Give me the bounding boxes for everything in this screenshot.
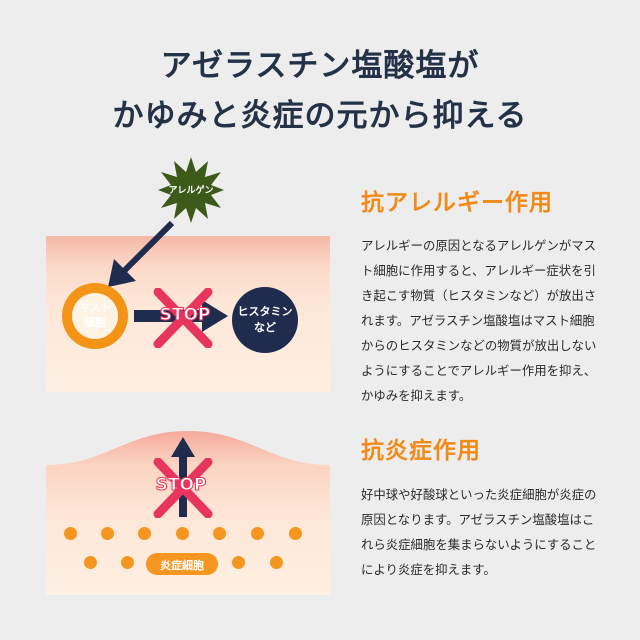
inflammatory-cell-label: 炎症細胞 bbox=[160, 559, 204, 572]
block-cross-icon bbox=[153, 288, 213, 348]
inflammatory-cell-dot bbox=[176, 527, 189, 540]
histamine-label: ヒスタミン など bbox=[232, 304, 298, 336]
mast-cell-label: マスト 細胞 bbox=[62, 300, 128, 330]
stop-label-top: STOP bbox=[159, 305, 211, 326]
page-title-line2: かゆみと炎症の元から抑える bbox=[112, 98, 528, 134]
allergen-burst-icon bbox=[158, 157, 224, 223]
mast-cell-label-line1: マスト bbox=[78, 301, 112, 314]
allergen-label: アレルゲン bbox=[168, 186, 214, 196]
histamine-circle bbox=[232, 287, 298, 353]
inflammatory-cell-dot bbox=[121, 556, 134, 569]
inflammatory-cell-dot bbox=[101, 527, 114, 540]
inflammatory-cell-pill bbox=[146, 553, 218, 575]
inflammatory-cell-dot bbox=[270, 556, 283, 569]
inflammatory-cell-dot bbox=[64, 527, 77, 540]
block-cross-icon-bottom bbox=[153, 458, 213, 518]
inflammatory-cell-dot bbox=[232, 556, 245, 569]
inflammatory-cell-dot bbox=[213, 527, 226, 540]
anti-inflammation-heading: 抗炎症作用 bbox=[361, 438, 481, 464]
anti-inflammation-body: 好中球や好酸球といった炎症細胞が炎症の原因となります。アゼラスチン塩酸塩はこれら… bbox=[361, 487, 597, 577]
mast-cell-core bbox=[72, 293, 118, 339]
inflammatory-cell-dot bbox=[138, 527, 151, 540]
swollen-skin-layer bbox=[46, 431, 330, 595]
page-title-line1: アゼラスチン塩酸塩が bbox=[160, 48, 480, 84]
inflammatory-cell-dot bbox=[289, 527, 302, 540]
stop-label-bottom: STOP bbox=[155, 475, 207, 496]
mast-cell-label-line2: 細胞 bbox=[84, 316, 106, 329]
inflammatory-cell-dot bbox=[251, 527, 264, 540]
histamine-label-line1: ヒスタミン bbox=[237, 305, 293, 318]
allergen-arrow-icon bbox=[108, 220, 175, 287]
anti-allergy-heading: 抗アレルギー作用 bbox=[361, 190, 553, 216]
anti-allergy-body: アレルギーの原因となるアレルゲンがマスト細胞に作用すると、アレルギー症状を引き起… bbox=[361, 238, 597, 403]
histamine-label-line2: など bbox=[254, 321, 276, 334]
inflammatory-cell-dot bbox=[84, 556, 97, 569]
